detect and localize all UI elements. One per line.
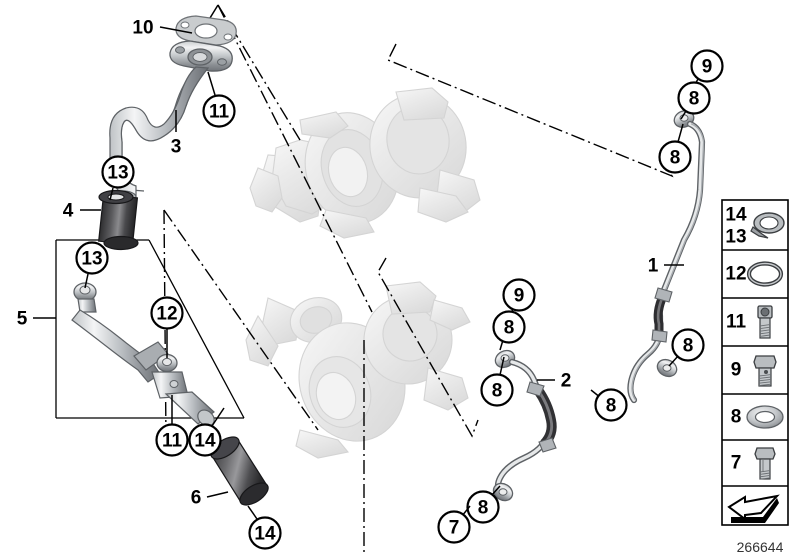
callout-7-c7: 7 <box>437 505 471 544</box>
callout-10-c10: 10 <box>132 18 193 39</box>
legend-number: 14 <box>725 205 747 226</box>
callout-11-c11b: 11 <box>155 395 189 457</box>
corner-leaders <box>209 4 219 19</box>
callout-11-c11a: 11 <box>202 71 236 128</box>
callout-label: 5 <box>17 309 28 330</box>
socket-head-bolt-icon <box>757 305 773 339</box>
legend-number: 7 <box>731 453 742 474</box>
callout-1-c1: 1 <box>648 256 684 277</box>
callout-8-c8d: 8 <box>480 356 514 407</box>
legend-row-9: 9 <box>722 345 788 387</box>
callout-label: 8 <box>478 498 489 519</box>
callout-label: 11 <box>209 102 230 123</box>
part-number: 266644 <box>737 539 784 555</box>
callout-label: 8 <box>683 336 694 357</box>
legend-row-arrow <box>722 485 788 523</box>
callout-14-c14a: 14 <box>188 407 225 457</box>
callout-8-c8f: 8 <box>590 388 628 422</box>
callout-13-c13b: 13 <box>75 241 109 289</box>
callout-6-c6: 6 <box>191 488 229 509</box>
callout-label: 4 <box>63 201 74 222</box>
callout-label: 8 <box>492 381 503 402</box>
callout-label: 9 <box>514 286 525 307</box>
callout-13-c13a: 13 <box>101 155 135 201</box>
turbocharger-lower-ghost <box>245 281 471 459</box>
callout-14-c14b: 14 <box>247 505 282 550</box>
callout-8-c8e: 8 <box>668 328 705 367</box>
callout-label: 6 <box>191 488 202 509</box>
callout-8-c8c: 8 <box>492 310 526 351</box>
legend-number: 8 <box>731 407 742 428</box>
callout-label: 14 <box>254 524 276 545</box>
hex-bolt-icon <box>754 447 776 480</box>
callout-label: 7 <box>449 518 460 539</box>
legend-row-7: 7 <box>722 439 788 480</box>
part-3-oil-return-pipe <box>109 40 233 204</box>
legend-number: 9 <box>731 360 742 381</box>
direction-arrow-icon <box>727 494 780 523</box>
callout-label: 1 <box>648 256 659 277</box>
o-ring-icon <box>746 261 784 287</box>
part-5-return-pipe-assembly <box>71 282 215 427</box>
callout-label: 8 <box>504 318 515 339</box>
turbocharger-upper-ghost <box>249 87 481 239</box>
callout-4-c4: 4 <box>63 201 101 222</box>
part-4-rubber-hose-sleeve <box>98 189 139 251</box>
callout-8-c8a: 8 <box>677 81 711 120</box>
callout-label: 13 <box>81 249 102 270</box>
part-2-oil-feed-line-short <box>492 349 557 502</box>
legend-row-12: 12 <box>722 249 788 287</box>
callout-label: 9 <box>702 57 713 78</box>
sealing-washer-icon <box>746 405 784 429</box>
legend-number: 12 <box>725 264 746 285</box>
callout-label: 8 <box>689 89 700 110</box>
callout-label: 13 <box>107 163 128 184</box>
callout-5-c5: 5 <box>17 309 56 330</box>
callout-8-c8g: 8 <box>466 485 501 524</box>
legend-row-11: 11 <box>722 297 788 339</box>
callout-9-c9a: 9 <box>689 49 724 94</box>
callout-3-c3: 3 <box>171 110 182 158</box>
callout-label: 8 <box>606 396 617 417</box>
part-10-flange-gasket <box>175 15 237 46</box>
callout-label: 11 <box>162 431 183 452</box>
callout-8-c8b: 8 <box>658 123 692 174</box>
banjo-bolt-icon <box>753 355 777 387</box>
legend-number: 13 <box>725 227 746 248</box>
callout-12-c12: 12 <box>150 296 184 358</box>
callout-2-c2: 2 <box>537 371 571 392</box>
legend-row-8: 8 <box>722 393 788 429</box>
callout-label: 3 <box>171 137 182 158</box>
callout-label: 8 <box>670 148 681 169</box>
legend-number: 11 <box>726 312 747 333</box>
callout-label: 2 <box>561 371 572 392</box>
hose-clamp-icon <box>750 212 785 239</box>
part-1-oil-feed-line-long <box>627 110 706 404</box>
callout-label: 12 <box>156 304 177 325</box>
callout-label: 10 <box>132 18 153 39</box>
callout-label: 14 <box>194 431 216 452</box>
